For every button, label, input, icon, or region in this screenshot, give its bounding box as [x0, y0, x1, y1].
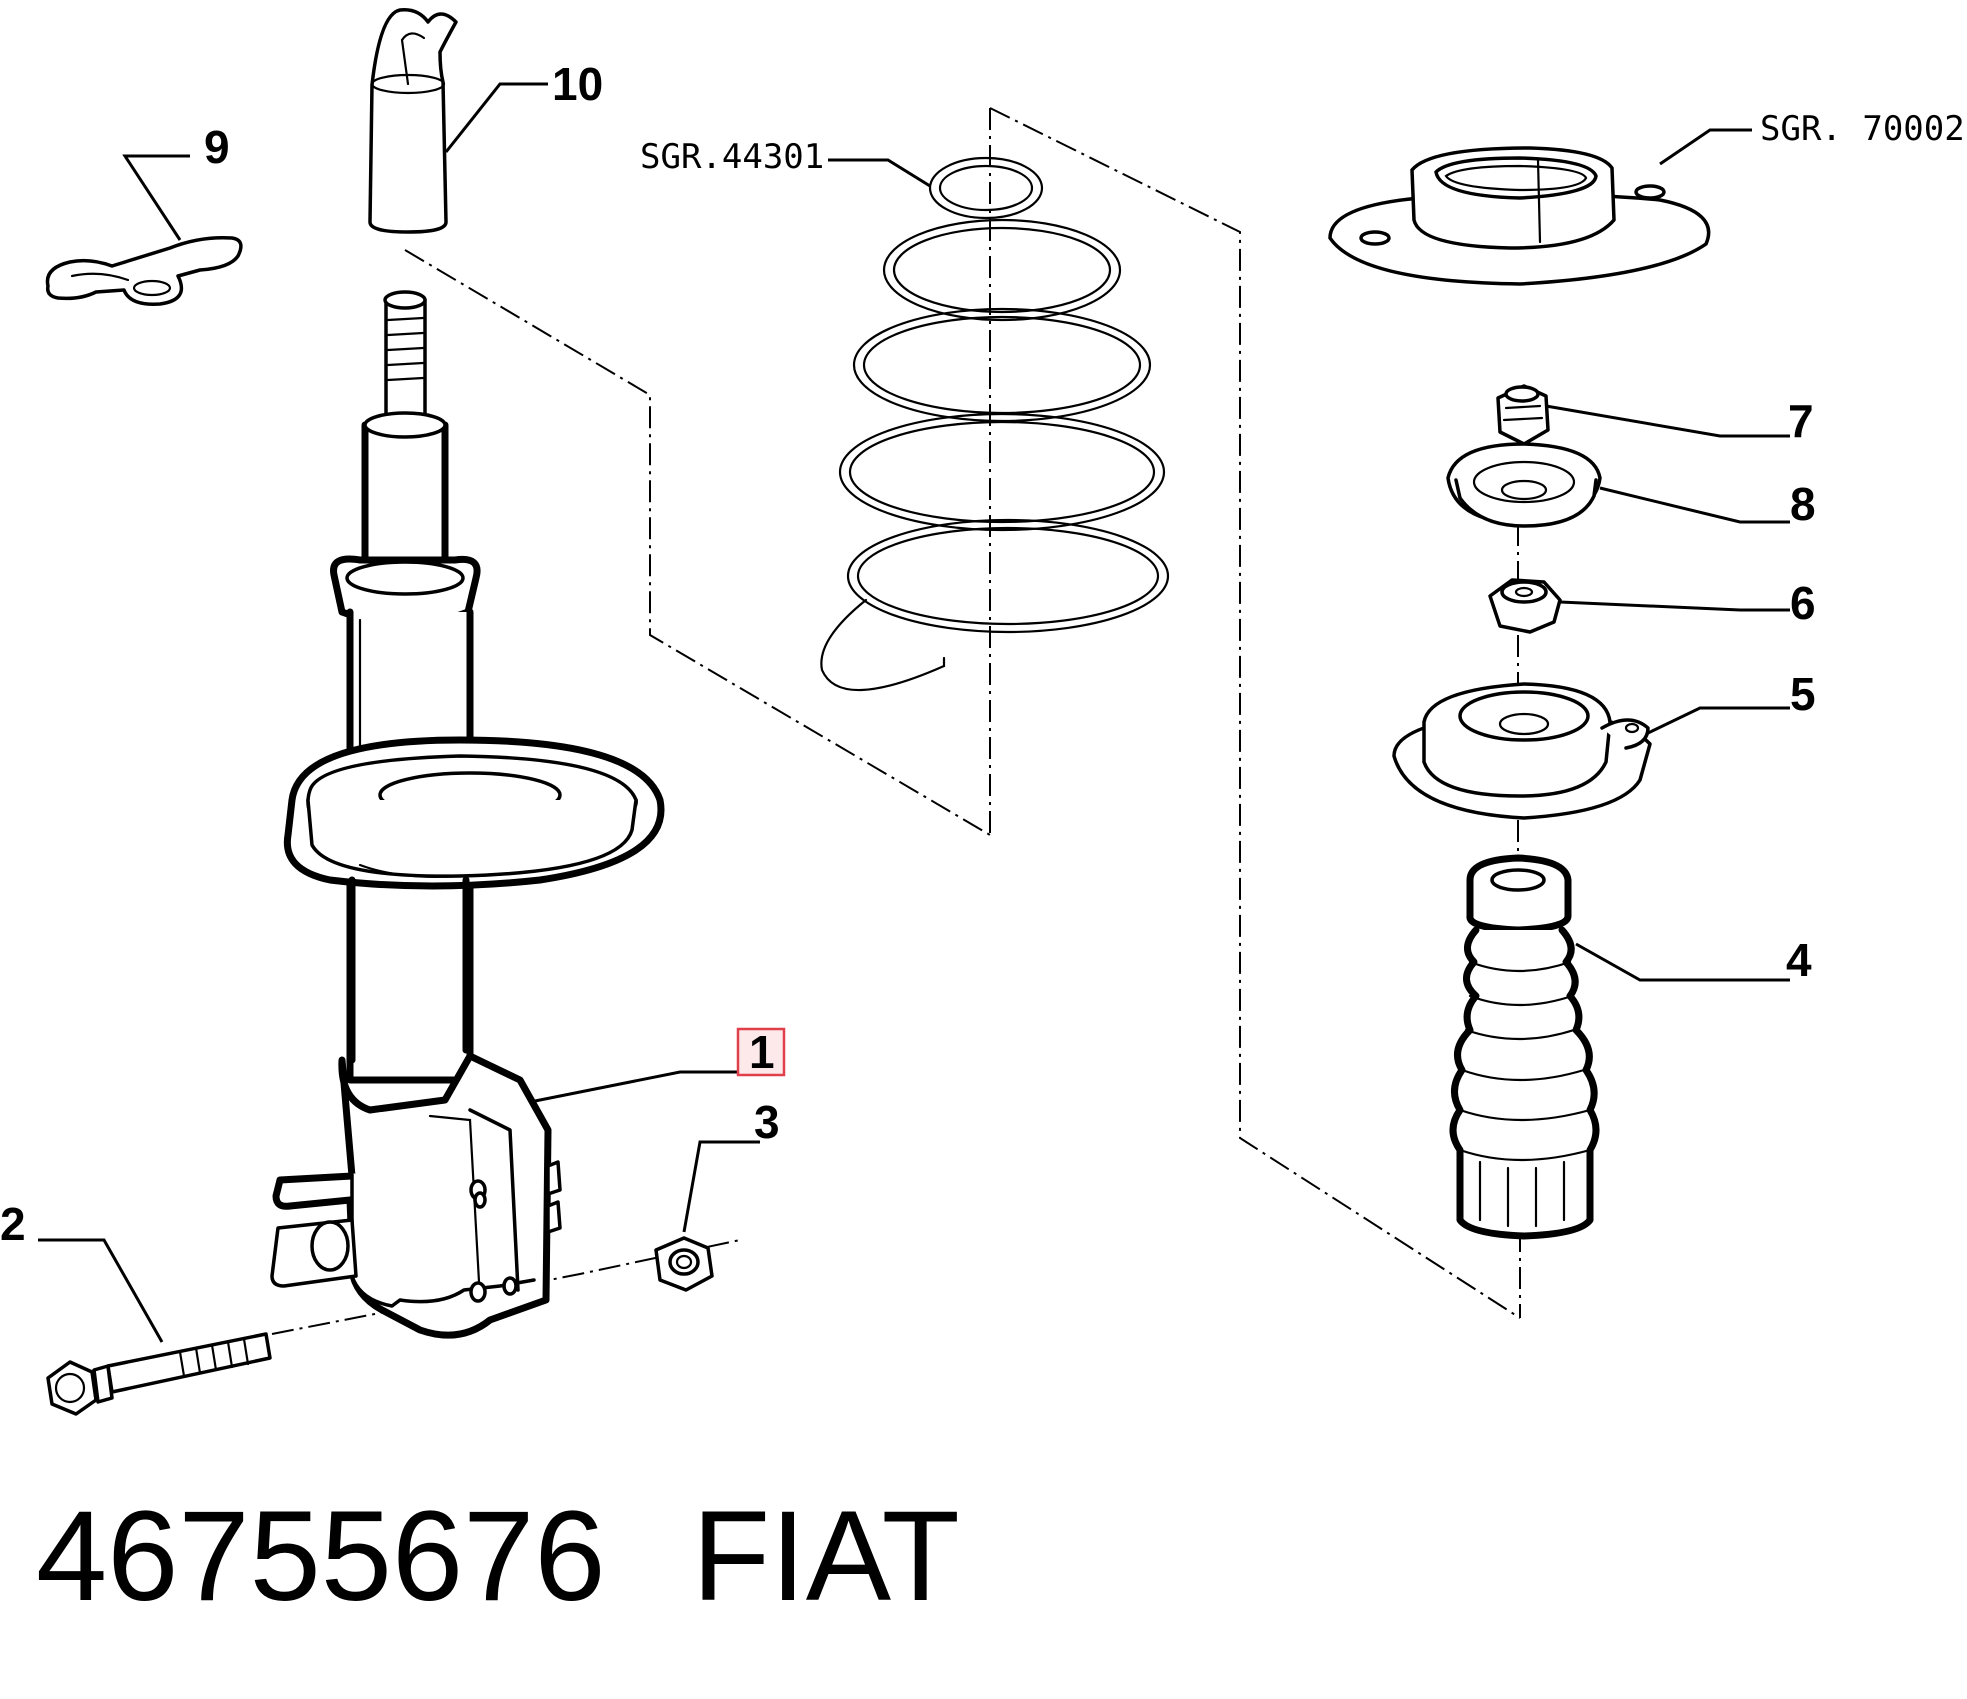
part-6-nut	[1488, 578, 1562, 634]
callout-5: 5	[1790, 668, 1816, 720]
callout-4: 4	[1786, 934, 1812, 986]
part-7-top-nut	[1496, 384, 1550, 446]
part-1-shock-absorber	[270, 290, 665, 1339]
part-number: 46755676	[36, 1485, 606, 1628]
callout-8: 8	[1790, 478, 1816, 530]
coil-spring	[820, 156, 1170, 692]
top-mount-plate	[1328, 146, 1711, 286]
part-3-nut	[654, 1236, 714, 1292]
callout-9: 9	[204, 121, 230, 173]
part-4-dust-boot	[1449, 854, 1600, 1240]
callout-6: 6	[1790, 577, 1816, 629]
brand-name: FIAT	[692, 1485, 960, 1628]
callout-7: 7	[1788, 395, 1814, 447]
reference-spring: SGR.44301	[640, 137, 824, 177]
part-9-clip	[45, 235, 243, 306]
part-2-bolt	[46, 1332, 272, 1416]
callout-10: 10	[552, 58, 603, 110]
leader-lines	[38, 82, 1790, 1343]
callout-3: 3	[754, 1096, 780, 1148]
part-5-strut-mount	[1392, 682, 1652, 820]
callout-1: 1	[749, 1026, 775, 1078]
reference-mount: SGR. 70002	[1760, 109, 1965, 149]
callout-2: 2	[0, 1198, 26, 1250]
part-10-bump-cap	[368, 8, 458, 234]
part-8-cup-washer	[1446, 442, 1602, 528]
callout-1-highlight	[736, 1027, 786, 1077]
